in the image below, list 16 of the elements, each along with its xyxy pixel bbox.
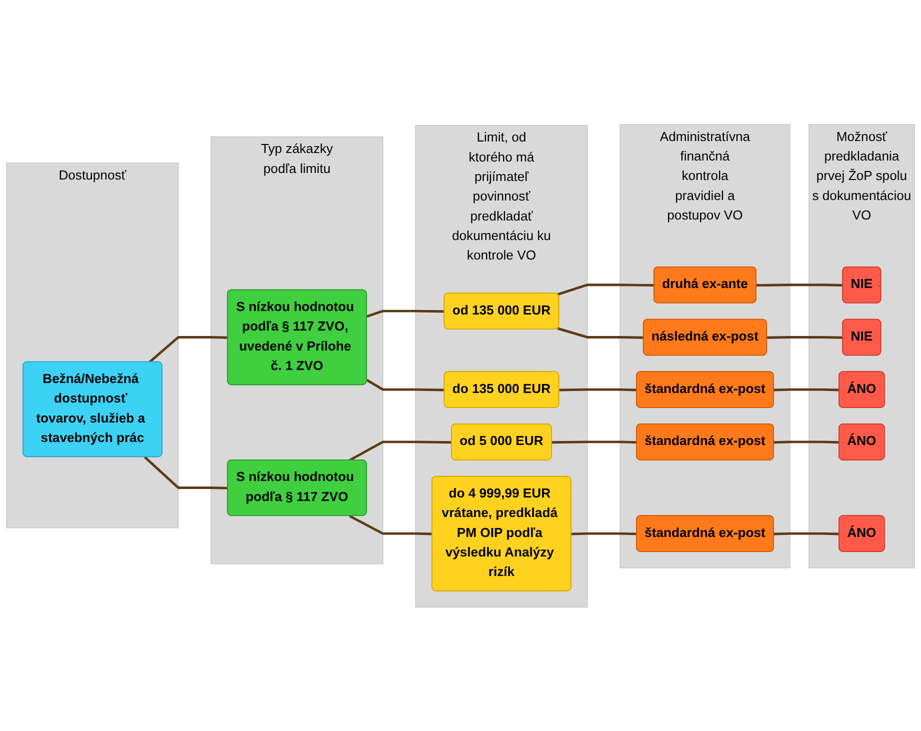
- connector: [366, 309, 445, 318]
- connector: [774, 532, 840, 535]
- connector: [767, 336, 844, 338]
- connector: [144, 456, 228, 490]
- connector: [148, 336, 228, 363]
- connector: [774, 440, 840, 444]
- connector: [756, 283, 844, 286]
- connector: [557, 283, 654, 296]
- connector: [557, 326, 644, 338]
- connector: [571, 532, 637, 535]
- connector: [559, 388, 637, 391]
- connector: [366, 378, 445, 391]
- connector: [348, 514, 432, 535]
- connector: [348, 440, 452, 462]
- connector: [552, 440, 637, 444]
- connector: [774, 388, 840, 391]
